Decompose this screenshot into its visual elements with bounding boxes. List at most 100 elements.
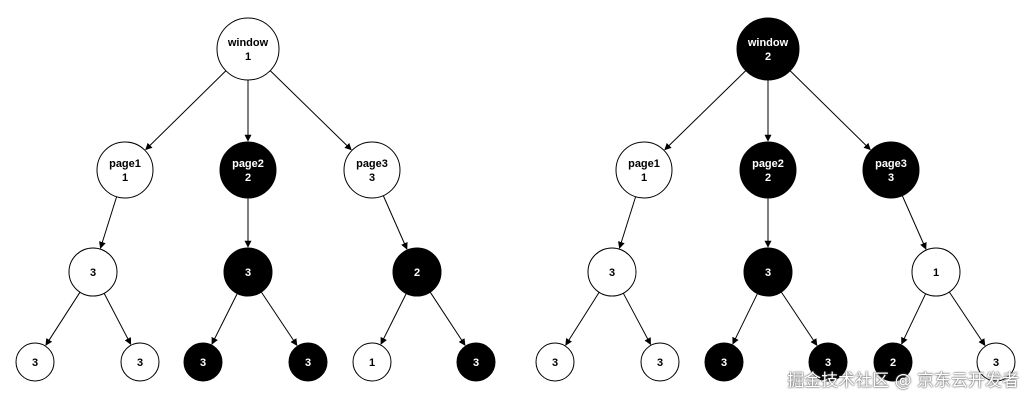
node-circle: [976, 342, 1016, 382]
nodes-layer: window 1 page1 1 page2 2 page3 3 3 3 2 3 3 3 3 1 3 window…: [15, 17, 1016, 382]
node-r-window: window 2: [736, 17, 800, 81]
node-r-page3: page3 3: [862, 141, 920, 199]
edge-arrow-r-window-to-r-page3: [789, 70, 871, 151]
node-circle: [216, 17, 280, 81]
edge-arrow-r-page3-to-r-p3-c: [901, 195, 927, 250]
edge-arrow-l-p2-c-to-l-p2-c-r: [260, 291, 298, 346]
edge-arrow-l-p1-c-to-l-p1-c-l: [45, 291, 81, 346]
node-circle: [15, 342, 55, 382]
node-r-p2-c-r: 3: [808, 342, 848, 382]
node-r-p3-c-r: 3: [976, 342, 1016, 382]
node-value: 2: [765, 172, 771, 184]
node-value: 1: [122, 172, 128, 184]
edge-arrow-l-p3-c-to-l-p3-c-l: [380, 293, 407, 345]
node-r-p3-c: 1: [911, 247, 961, 297]
node-label: page1: [628, 158, 660, 170]
node-circle: [911, 247, 961, 297]
node-value: 3: [765, 267, 771, 279]
node-label: page3: [356, 158, 388, 170]
edge-arrow-r-page1-to-r-p1-c: [618, 196, 637, 249]
node-l-p1-c: 3: [68, 247, 118, 297]
node-value: 3: [369, 172, 375, 184]
node-label: page2: [232, 158, 264, 170]
node-value: 2: [245, 172, 251, 184]
edge-arrow-l-window-to-l-page3: [269, 70, 352, 151]
node-circle: [288, 342, 328, 382]
node-circle: [743, 247, 793, 297]
node-value: 3: [90, 267, 96, 279]
node-value: 2: [414, 267, 420, 279]
node-label: page1: [109, 158, 141, 170]
node-circle: [862, 141, 920, 199]
node-circle: [456, 342, 496, 382]
node-r-p1-c-r: 3: [640, 342, 680, 382]
node-l-p1-c-r: 3: [120, 342, 160, 382]
node-value: 1: [369, 357, 375, 369]
node-circle: [343, 141, 401, 199]
node-circle: [736, 17, 800, 81]
edge-arrow-r-p2-c-to-r-p2-c-r: [780, 291, 818, 346]
node-l-p2-c-l: 3: [183, 342, 223, 382]
node-circle: [640, 342, 680, 382]
edges-layer: [45, 70, 986, 346]
edge-arrow-r-p3-c-to-r-p3-c-l: [901, 293, 927, 345]
node-l-p3-c-r: 3: [456, 342, 496, 382]
node-circle: [223, 247, 273, 297]
watermark-text: 掘金技术社区 @ 京东云开发者: [787, 371, 1019, 391]
edge-arrow-r-window-to-r-page1: [664, 70, 747, 151]
edge-arrow-l-page1-to-l-p1-c: [99, 196, 118, 249]
node-value: 3: [32, 357, 38, 369]
node-l-p2-c-r: 3: [288, 342, 328, 382]
node-circle: [352, 342, 392, 382]
node-value: 1: [933, 267, 939, 279]
node-l-page3: page3 3: [343, 141, 401, 199]
node-circle: [587, 247, 637, 297]
node-value: 3: [825, 357, 831, 369]
node-circle: [535, 342, 575, 382]
node-value: 1: [641, 172, 647, 184]
node-value: 3: [657, 357, 663, 369]
node-value: 3: [609, 267, 615, 279]
node-circle: [704, 342, 744, 382]
edge-arrow-l-window-to-l-page1: [145, 70, 227, 151]
node-label: page3: [875, 158, 907, 170]
node-value: 3: [245, 267, 251, 279]
node-r-p2-c-l: 3: [704, 342, 744, 382]
node-l-window: window 1: [216, 17, 280, 81]
node-circle: [615, 141, 673, 199]
node-circle: [808, 342, 848, 382]
node-r-page2: page2 2: [739, 141, 797, 199]
node-label: window: [747, 37, 789, 49]
node-r-p2-c: 3: [743, 247, 793, 297]
node-r-page1: page1 1: [615, 141, 673, 199]
node-label: page2: [752, 158, 784, 170]
node-l-p3-c-l: 1: [352, 342, 392, 382]
node-l-p3-c: 2: [392, 247, 442, 297]
node-r-p1-c: 3: [587, 247, 637, 297]
node-value: 1: [245, 51, 251, 63]
edge-arrow-r-p1-c-to-r-p1-c-r: [622, 292, 652, 345]
node-l-p1-c-l: 3: [15, 342, 55, 382]
node-circle: [120, 342, 160, 382]
node-value: 3: [993, 357, 999, 369]
node-value: 3: [721, 357, 727, 369]
edge-arrow-l-p2-c-to-l-p2-c-l: [211, 293, 238, 345]
node-value: 2: [765, 51, 771, 63]
node-value: 3: [137, 357, 143, 369]
edge-arrow-r-p2-c-to-r-p2-c-l: [732, 293, 758, 345]
edge-arrow-l-p1-c-to-l-p1-c-r: [103, 293, 132, 345]
node-value: 3: [888, 172, 894, 184]
node-circle: [68, 247, 118, 297]
node-r-p3-c-l: 2: [873, 342, 913, 382]
edge-arrow-r-p1-c-to-r-p1-c-l: [565, 292, 600, 346]
node-label: window: [227, 37, 269, 49]
node-l-p2-c: 3: [223, 247, 273, 297]
node-value: 3: [473, 357, 479, 369]
node-l-page1: page1 1: [96, 141, 154, 199]
node-circle: [739, 141, 797, 199]
node-r-p1-c-l: 3: [535, 342, 575, 382]
edge-arrow-l-p3-c-to-l-p3-c-r: [429, 291, 466, 346]
edge-arrow-r-p3-c-to-r-p3-c-r: [948, 291, 986, 346]
